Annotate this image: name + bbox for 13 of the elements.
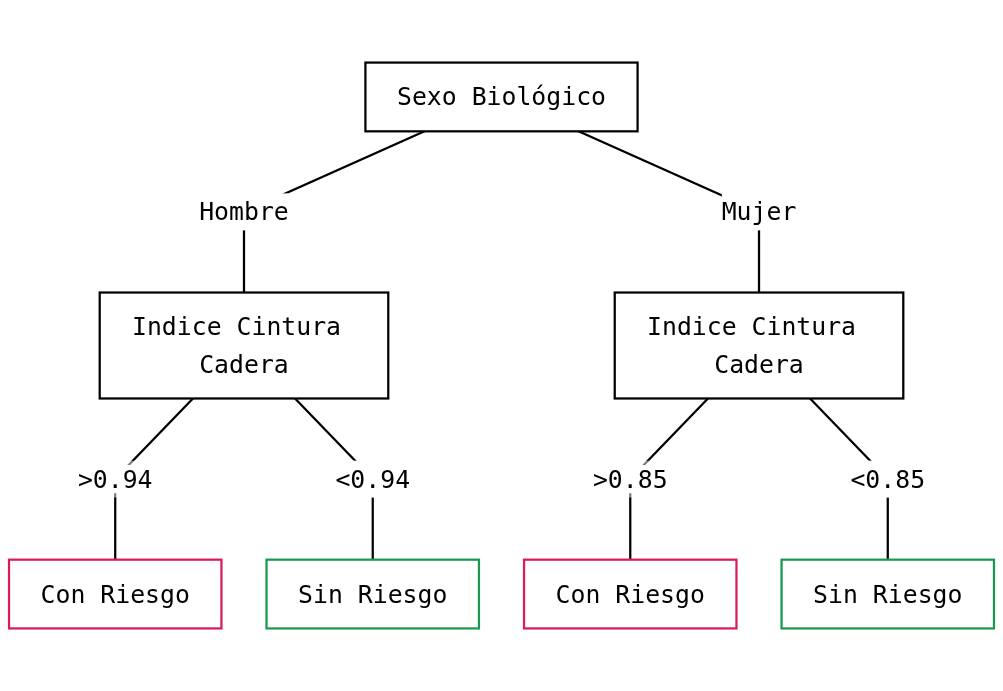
edge-label: >0.85 [592,464,668,494]
edge-label: >0.94 [77,464,153,494]
node-box: Indice Cintura Cadera [98,291,390,400]
edge-label: Mujer [721,197,797,227]
edge-label: Hombre [199,197,289,227]
node-box: Sin Riesgo [265,558,481,630]
node-box: Sin Riesgo [780,558,996,630]
node-box: Indice Cintura Cadera [613,291,905,400]
edge-label: <0.94 [335,464,411,494]
node-box: Con Riesgo [522,558,738,630]
node-box: Sexo Biológico [364,61,639,133]
node-box: Con Riesgo [7,558,223,630]
edge-label: <0.85 [850,464,926,494]
